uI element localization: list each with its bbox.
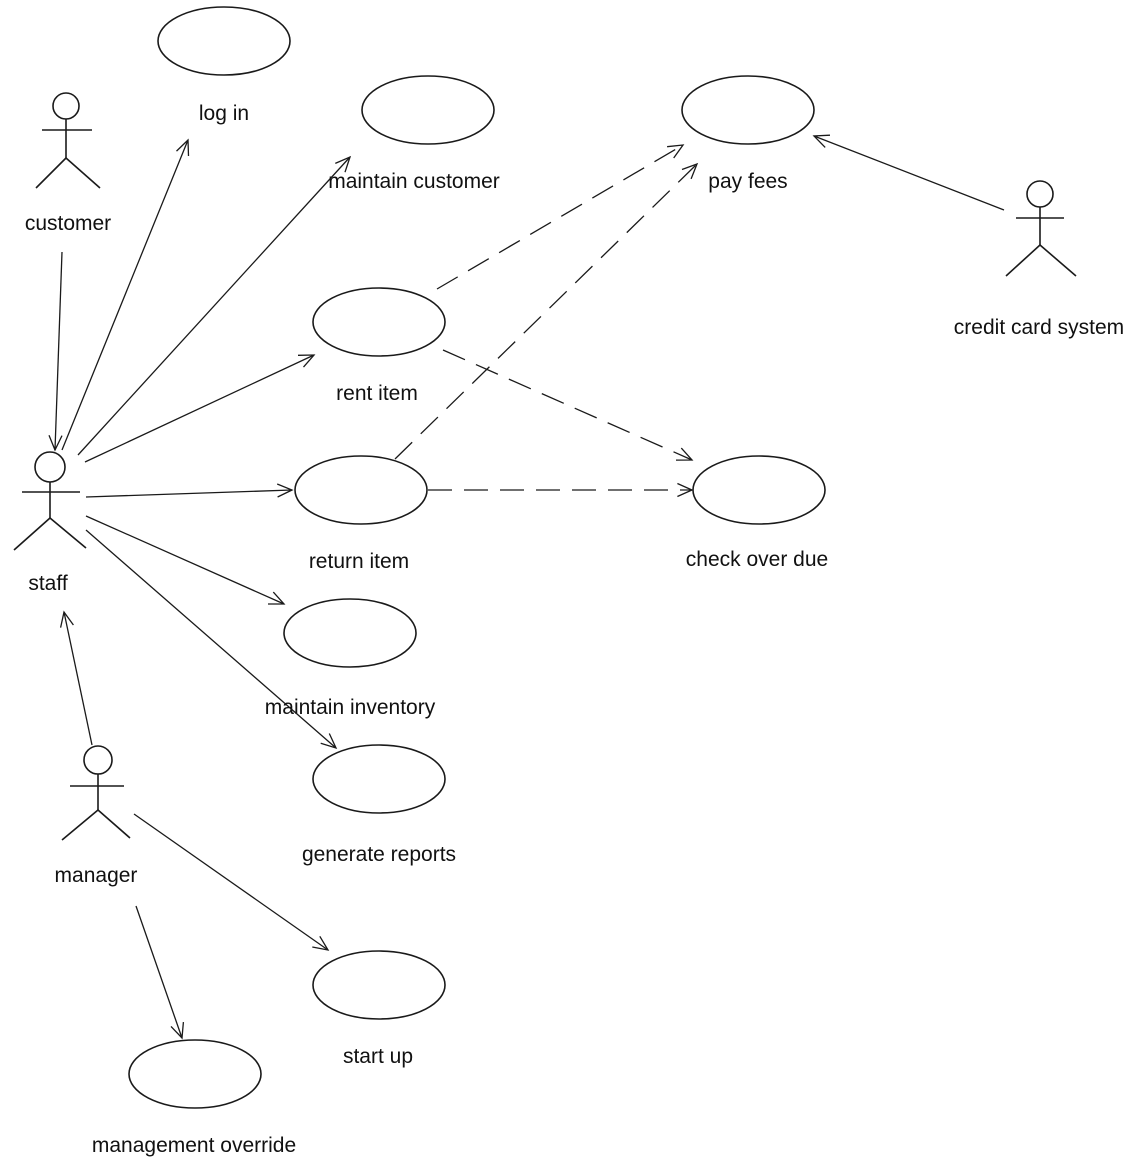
- association-manager-management-override: [135, 905, 183, 1039]
- arrowhead-icon: [335, 155, 352, 173]
- use-case-label: maintain inventory: [265, 696, 436, 719]
- use-case-pay-fees[interactable]: pay fees: [681, 75, 815, 193]
- actor-credit-card-system[interactable]: credit card system: [954, 180, 1124, 339]
- use-case-label: pay fees: [708, 170, 787, 193]
- arrowheads: [48, 134, 831, 1040]
- association-customer-staff: [54, 251, 63, 451]
- dependency-rent-item-check-over-due: [442, 349, 693, 461]
- use-case-label: management override: [92, 1134, 296, 1157]
- stick-figure-icon: [61, 745, 131, 841]
- association-staff-return-item: [85, 489, 293, 498]
- use-case-label: return item: [309, 550, 409, 573]
- use-case-ellipse: [361, 75, 495, 145]
- use-case-ellipse: [283, 598, 417, 668]
- actor-label: credit card system: [954, 316, 1124, 339]
- use-case-ellipse: [128, 1039, 262, 1109]
- use-case-label: generate reports: [302, 843, 456, 866]
- use-case-ellipse: [312, 744, 446, 814]
- use-case-management-override[interactable]: management override: [92, 1039, 296, 1157]
- actor-label: staff: [28, 572, 67, 595]
- association-credit-card-system-pay-fees: [813, 135, 1005, 211]
- arrowhead-icon: [675, 447, 694, 461]
- use-case-ellipse: [294, 455, 428, 525]
- arrowhead-icon: [681, 162, 699, 180]
- arrowhead-icon: [297, 354, 316, 368]
- dependency-rent-item-pay-fees: [436, 144, 684, 290]
- relationships: [54, 135, 1005, 1039]
- actor-label: customer: [25, 212, 111, 235]
- association-manager-staff: [63, 611, 93, 746]
- use-case-rent-item[interactable]: rent item: [312, 287, 446, 405]
- stick-figure-icon: [1005, 180, 1077, 277]
- use-case-start-up[interactable]: start up: [312, 950, 446, 1068]
- arrowhead-icon: [320, 733, 338, 750]
- association-staff-rent-item: [84, 354, 315, 463]
- association-staff-log-in: [61, 139, 189, 451]
- arrowhead-icon: [170, 1022, 185, 1040]
- arrowhead-icon: [176, 138, 190, 157]
- use-case-ellipse: [692, 455, 826, 525]
- use-case-ellipse: [681, 75, 815, 145]
- use-case-ellipse: [312, 287, 446, 357]
- use-case-label: check over due: [686, 548, 828, 571]
- actor-manager[interactable]: manager: [55, 745, 138, 887]
- stick-figure-icon: [13, 451, 87, 551]
- actor-staff[interactable]: staff: [13, 451, 87, 595]
- arrowhead-icon: [59, 610, 74, 628]
- arrowhead-icon: [268, 591, 286, 605]
- dependency-return-item-pay-fees: [394, 163, 698, 460]
- arrowhead-icon: [48, 434, 63, 452]
- arrowhead-icon: [312, 935, 330, 951]
- association-staff-generate-reports: [85, 529, 337, 749]
- use-case-ellipse: [312, 950, 446, 1020]
- arrowhead-icon: [677, 482, 694, 498]
- association-staff-maintain-customer: [77, 156, 351, 456]
- use-case-maintain-customer[interactable]: maintain customer: [328, 75, 500, 193]
- actor-customer[interactable]: customer: [25, 92, 111, 235]
- actor-label: manager: [55, 864, 138, 887]
- arrowhead-icon: [276, 483, 294, 498]
- association-staff-maintain-inventory: [85, 515, 285, 605]
- use-case-check-over-due[interactable]: check over due: [686, 455, 828, 571]
- use-case-generate-reports[interactable]: generate reports: [302, 744, 456, 866]
- use-case-return-item[interactable]: return item: [294, 455, 428, 573]
- use-case-label: rent item: [336, 382, 418, 405]
- use-case-label: maintain customer: [328, 170, 500, 193]
- use-case-label: start up: [343, 1045, 413, 1068]
- arrowhead-icon: [812, 134, 831, 148]
- stick-figure-icon: [35, 92, 101, 189]
- arrowhead-icon: [667, 144, 685, 159]
- use-case-maintain-inventory[interactable]: maintain inventory: [265, 598, 436, 719]
- use-case-ellipse: [157, 6, 291, 76]
- use-case-log-in[interactable]: log in: [157, 6, 291, 125]
- association-manager-start-up: [133, 813, 329, 951]
- use-case-label: log in: [199, 102, 249, 125]
